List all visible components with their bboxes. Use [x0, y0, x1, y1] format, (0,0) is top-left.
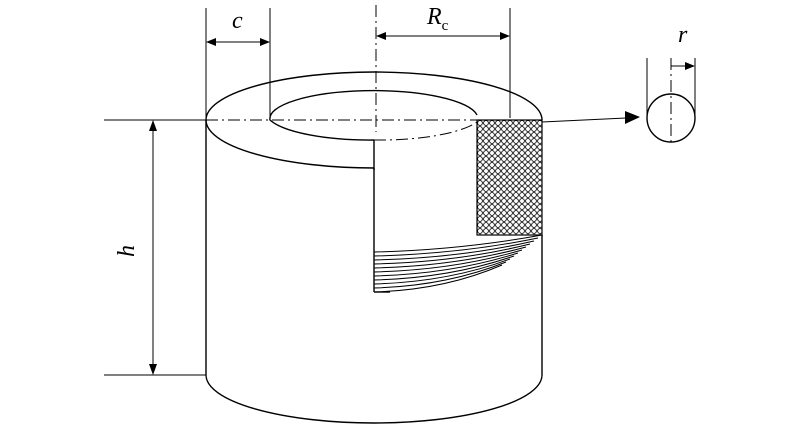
- winding-cross-section: [476, 119, 543, 236]
- cylinder-body: [205, 71, 543, 424]
- cutaway-section: [373, 121, 478, 293]
- dimension-rc: Rc: [376, 4, 511, 118]
- center-axis: [206, 5, 477, 132]
- wire-detail: r: [646, 22, 696, 143]
- detail-arrow: [541, 111, 640, 124]
- winding-layers: [373, 234, 543, 293]
- label-c: c: [232, 8, 243, 34]
- label-h: h: [114, 245, 140, 257]
- dimension-c: c: [205, 8, 271, 118]
- label-r: r: [678, 22, 688, 48]
- label-rc: Rc: [426, 4, 449, 34]
- dimension-h: h: [104, 119, 206, 376]
